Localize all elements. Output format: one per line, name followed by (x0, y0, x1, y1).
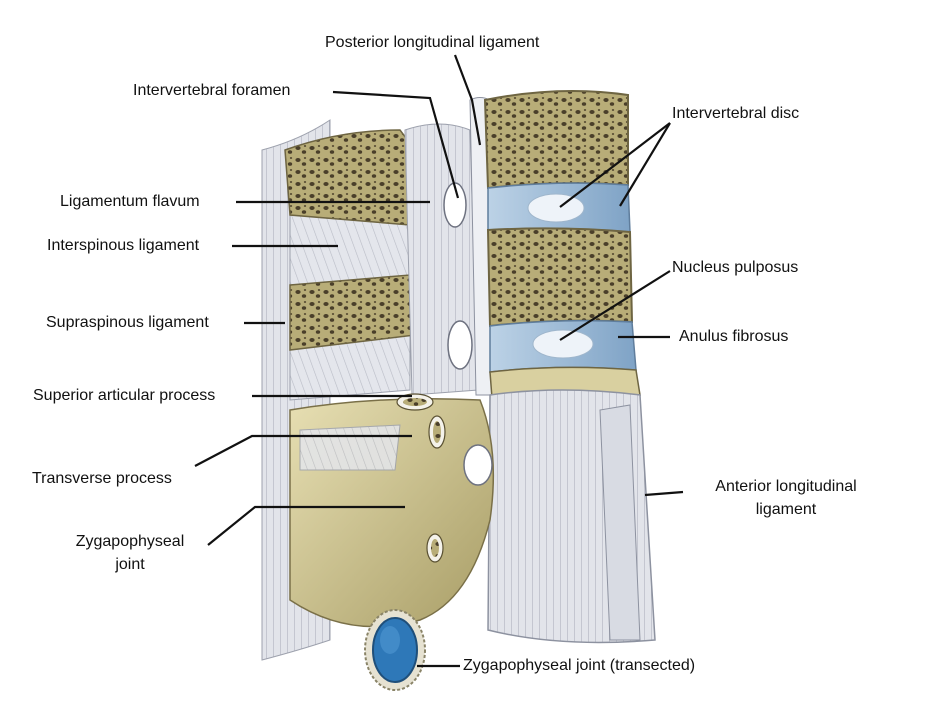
lower-vertebra-lateral (487, 389, 656, 644)
interspinous-ligament-shape (289, 214, 411, 401)
label-transverse-process: Transverse process (32, 470, 172, 487)
leader-intervertebral-foramen (332, 90, 460, 199)
spinous-process-upper (284, 129, 416, 226)
label-anterior-longitudinal-ligament-line1: Anterior longitudinal (715, 478, 857, 495)
intervertebral-disc-upper (487, 182, 631, 233)
leader-intervertebral-disc-1 (559, 122, 671, 208)
leader-intervertebral-disc-2 (619, 122, 671, 207)
articular-process-cut-2 (428, 415, 446, 449)
label-anterior-longitudinal-ligament-line2: ligament (755, 501, 817, 518)
label-intervertebral-disc: Intervertebral disc (672, 105, 800, 122)
transected-joint-shape (364, 609, 426, 691)
label-interspinous-ligament: Interspinous ligament (47, 237, 200, 254)
leader-zygapophyseal-joint (207, 505, 405, 546)
leader-anterior-longitudinal-ligament (644, 490, 684, 497)
label-superior-articular-process: Superior articular process (33, 387, 216, 404)
label-posterior-longitudinal-ligament: Posterior longitudinal ligament (325, 34, 540, 51)
label-zygapophyseal-joint-line2: joint (115, 556, 145, 573)
label-zygapophyseal-joint-line1: Zygapophyseal (75, 533, 185, 550)
leader-nucleus-pulposus (559, 270, 671, 341)
intervertebral-disc-lower (489, 319, 637, 373)
articular-process-cut-3 (426, 533, 444, 563)
leader-posterior-longitudinal-ligament (453, 54, 482, 146)
vertebral-body-middle (486, 227, 634, 328)
leader-lines (194, 54, 684, 668)
label-ligamentum-flavum: Ligamentum flavum (60, 193, 200, 210)
vertebral-body-upper (483, 90, 629, 190)
label-nucleus-pulposus: Nucleus pulposus (672, 259, 799, 276)
label-anulus-fibrosus: Anulus fibrosus (679, 328, 789, 345)
articular-process-cut-1 (396, 393, 434, 411)
intervertebral-foramen-upper (443, 182, 467, 228)
intervertebral-foramen-lower (447, 320, 473, 370)
leader-transverse-process (194, 434, 412, 467)
lower-arch-bone (289, 398, 495, 628)
label-supraspinous-ligament: Supraspinous ligament (46, 314, 209, 331)
label-zygapophyseal-joint-transected: Zygapophyseal joint (transected) (463, 657, 696, 674)
label-intervertebral-foramen: Intervertebral foramen (133, 82, 291, 99)
